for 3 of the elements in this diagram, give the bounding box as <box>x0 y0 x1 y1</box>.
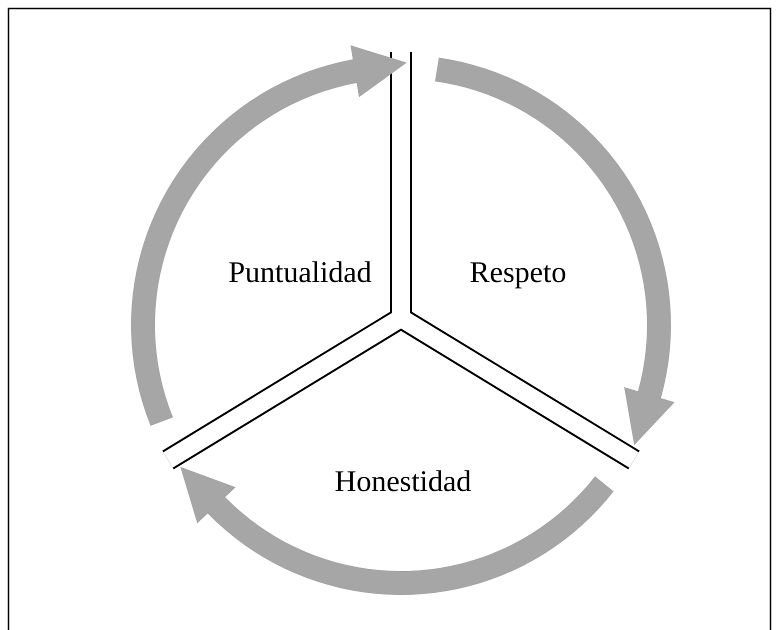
segment-label: Honestidad <box>334 465 472 499</box>
segment-label: Respeto <box>470 256 566 290</box>
segment-label: Puntualidad <box>228 256 372 290</box>
